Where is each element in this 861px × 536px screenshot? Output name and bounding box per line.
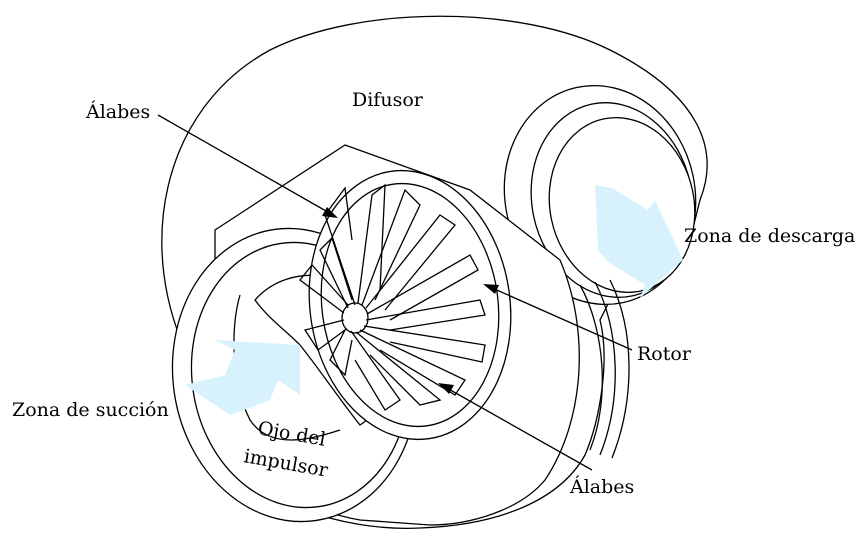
label-zona-descarga: Zona de descarga xyxy=(684,225,855,247)
label-zona-succion: Zona de succión xyxy=(12,399,169,421)
label-alabes-top: Álabes xyxy=(85,100,150,123)
label-alabes-bottom: Álabes xyxy=(569,475,634,498)
label-rotor: Rotor xyxy=(637,343,692,365)
label-difusor: Difusor xyxy=(352,89,424,111)
